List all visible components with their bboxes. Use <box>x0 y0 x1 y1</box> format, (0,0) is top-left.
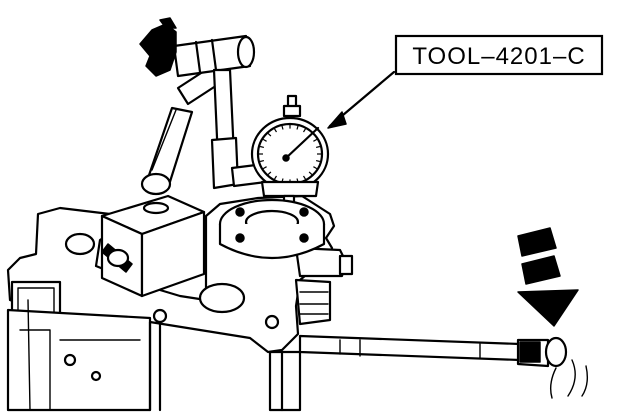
dial-tick <box>308 171 313 176</box>
dial-indicator <box>250 94 330 244</box>
dial-tick <box>273 128 278 133</box>
magnetic-base <box>100 194 206 298</box>
dial-tick <box>273 175 278 180</box>
dial-tick <box>259 160 265 163</box>
dial-tick <box>296 125 299 130</box>
dial-tick <box>302 175 307 180</box>
force-arrow <box>517 227 579 327</box>
dial-tick <box>267 171 272 176</box>
dial-tick <box>315 145 321 148</box>
dial-ticks <box>259 124 321 184</box>
callout-box <box>394 34 604 76</box>
dial-tick <box>259 145 265 148</box>
dial-tick <box>262 166 267 170</box>
bearing-flange <box>218 198 326 259</box>
dial-tick <box>313 166 318 170</box>
callout-leader <box>327 70 396 129</box>
dial-tick <box>267 132 272 137</box>
tool-callout: TOOL–4201–C <box>394 34 604 76</box>
dial-tick <box>262 138 267 142</box>
dial-tick <box>315 160 321 163</box>
input-shaft <box>298 334 589 399</box>
dial-tick <box>313 138 318 142</box>
dial-tick <box>302 128 307 133</box>
tool-label: TOOL–4201–C <box>412 43 585 70</box>
indicator-arm <box>139 17 268 196</box>
dial-tick <box>281 125 284 130</box>
